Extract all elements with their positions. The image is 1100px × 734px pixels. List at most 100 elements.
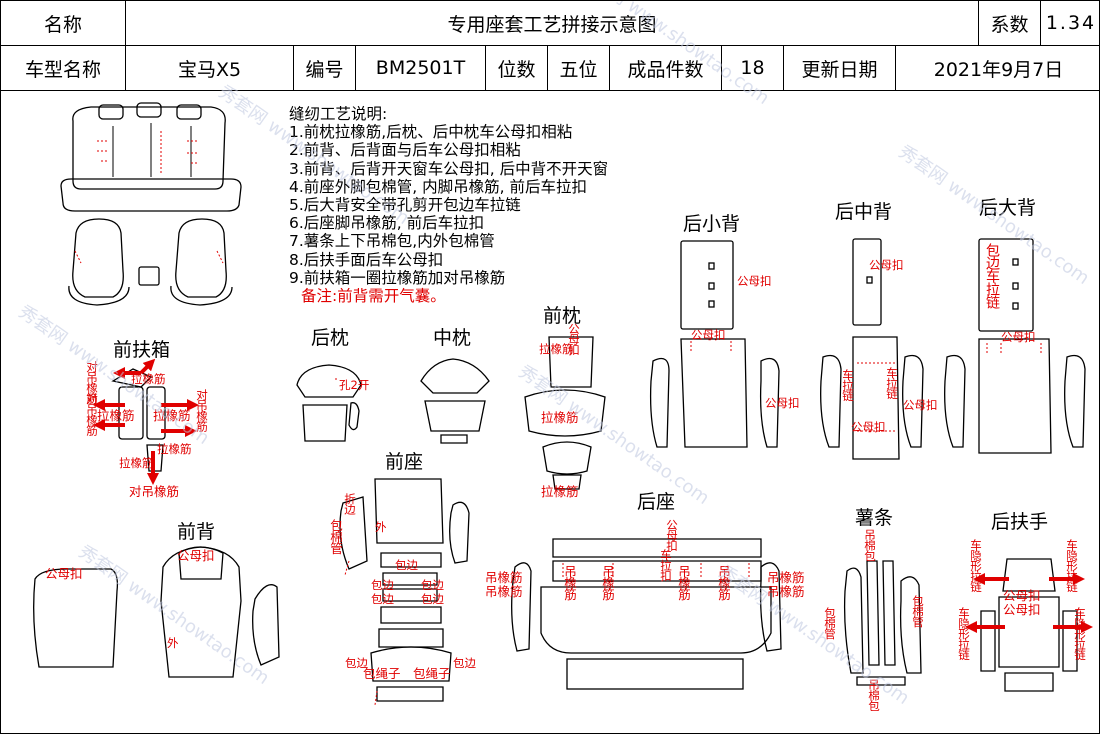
ann-paired-elastic: 对吊橡筋 [129, 484, 180, 499]
code-label: 编号 [294, 46, 356, 90]
ann-snap: 公母扣 [567, 323, 581, 355]
ann-binding: 包边 [453, 656, 476, 670]
ann-snap: 公母扣 [1001, 330, 1036, 344]
ann-binding: 包边 [371, 578, 394, 592]
note-item: 4.前座外脚包棉管, 内脚吊橡筋, 前后车拉扣 [289, 177, 587, 196]
ann-pull-elastic: 拉橡筋 [153, 408, 191, 423]
label-middle-headrest: 中枕 [433, 327, 472, 349]
ann-snap: 公母扣 [665, 519, 679, 551]
ann-hang-elastic: 吊橡筋 [562, 565, 577, 600]
front-seat-pieces [339, 478, 470, 706]
header-row-2: 车型名称 宝马X5 编号 BM2501T 位数 五位 成品件数 18 更新日期 … [1, 46, 1099, 91]
ann-zipper: 车拉链 [885, 367, 899, 399]
notes-title: 缝纫工艺说明: [289, 105, 388, 123]
label-rear-headrest: 后枕 [311, 327, 350, 349]
date-value: 2021年9月7日 [933, 58, 1064, 81]
notes-remark: 备注:前背需开气囊。 [301, 287, 446, 306]
front-headrest-pieces [524, 336, 606, 490]
seats-label: 位数 [486, 46, 548, 90]
ann-snap: 公母扣 [177, 548, 215, 563]
front-back-pieces [33, 546, 280, 678]
ann-binding: 包边 [395, 558, 418, 572]
ann-pull-elastic: 拉橡筋 [119, 456, 154, 470]
coef-label: 系数 [979, 1, 1041, 45]
ann-hang-pad: 吊棉包 [867, 679, 881, 711]
note-item: 1.前枕拉橡筋,后枕、后中枕车公母扣相粘 [289, 123, 573, 142]
ann-pull-elastic: 拉橡筋 [157, 442, 192, 456]
label-rear-middle-back: 后中背 [835, 201, 893, 223]
ann-binding: 包边 [421, 578, 444, 592]
ann-pull-elastic: 拉橡筋 [541, 484, 579, 499]
ann-hang-elastic: 吊橡筋 [485, 584, 523, 599]
ann-snap: 公母扣 [691, 328, 726, 342]
sewing-notes: 缝纫工艺说明: 1.前枕拉橡筋,后枕、后中枕车公母扣相粘 2.前背、后背面与后车… [289, 105, 608, 305]
name-label: 名称 [1, 1, 126, 45]
ann-binding: 包边 [421, 592, 444, 606]
ann-pipe: 包棉管 [911, 595, 925, 627]
middle-headrest-pieces [420, 358, 490, 444]
rear-seat-pieces [511, 538, 782, 690]
label-fries-strip: 薯条 [855, 507, 894, 529]
ann-hang-elastic: 吊橡筋 [600, 565, 615, 600]
sheet-title: 专用座套工艺拼接示意图 [126, 1, 979, 45]
ann-paired-elastic: 对吊橡筋 [85, 361, 99, 403]
model-label: 车型名称 [1, 46, 126, 90]
label-front-headrest: 前枕 [543, 305, 582, 327]
ann-hang-elastic: 吊橡筋 [676, 565, 691, 600]
rear-large-back-pieces [944, 238, 1086, 454]
note-item: 8.后扶手面后车公母扣 [289, 250, 444, 269]
ann-pull-elastic: 拉橡筋 [97, 408, 135, 423]
coef-value: 1.34 [1045, 12, 1097, 34]
ann-binding: 包边 [371, 592, 394, 606]
ann-hang-elastic: 吊橡筋 [767, 570, 805, 585]
ann-pull-tab: 车拉扣 [659, 549, 673, 581]
ann-hidden-zip: 车隐形拉链 [1073, 607, 1087, 660]
ann-snap: 公母扣 [45, 566, 83, 581]
ann-outer: 外 [167, 636, 179, 650]
ann-hang-elastic: 吊橡筋 [485, 570, 523, 585]
ann-snap: 公母扣 [869, 258, 904, 272]
ann-hang-elastic: 吊橡筋 [716, 565, 731, 600]
ann-paired-elastic: 对吊橡筋 [85, 393, 99, 435]
ann-snap: 公母扣 [903, 398, 938, 412]
code-value: BM2501T [356, 46, 486, 90]
ann-hidden-zip: 车隐形拉链 [1065, 539, 1079, 592]
ann-hole: 孔2开 [339, 378, 370, 392]
label-rear-large-back: 后大背 [979, 197, 1037, 219]
fries-strip-pieces [843, 560, 922, 686]
ann-fold: 折边 [343, 493, 357, 514]
note-item: 7.薯条上下吊棉包,内外包棉管 [289, 232, 495, 251]
ann-edge-zip: 包边车拉链 [984, 243, 1000, 308]
ann-binding: 包边 [345, 656, 368, 670]
label-rear-seat: 后座 [637, 491, 676, 513]
label-front-armrest-box: 前扶箱 [113, 339, 171, 361]
ann-pull-elastic: 拉橡筋 [539, 342, 574, 356]
note-item: 3.前背、后背开天窗车公母扣, 后中背不开天窗 [289, 159, 609, 178]
label-rear-armrest: 后扶手 [991, 511, 1049, 533]
ann-rope: 包绳子 [363, 666, 401, 681]
ann-hidden-zip: 车隐形拉链 [969, 539, 983, 592]
label-rear-small-back: 后小背 [683, 213, 741, 235]
ann-zipper: 车拉链 [841, 369, 855, 401]
ann-pipe: 包棉管 [823, 607, 837, 639]
rear-small-back-pieces [649, 240, 780, 448]
ann-snap: 公母扣 [1003, 602, 1041, 617]
label-front-seat: 前座 [385, 451, 424, 473]
ann-snap: 公母扣 [1003, 588, 1041, 603]
rear-armrest-pieces [965, 558, 1093, 692]
model-value: 宝马X5 [126, 46, 294, 90]
note-item: 6.后座脚吊橡筋, 前后车拉扣 [289, 214, 485, 233]
rear-middle-back-pieces [820, 238, 924, 460]
ann-pull-elastic: 拉橡筋 [541, 410, 579, 425]
date-label: 更新日期 [784, 46, 896, 90]
note-item: 2.前背、后背面与后车公母扣相粘 [289, 141, 521, 160]
ann-snap: 公母扣 [737, 274, 772, 288]
ann-snap: 公母扣 [851, 420, 886, 434]
pieces-value: 18 [722, 46, 784, 90]
ann-hidden-zip: 车隐形拉链 [957, 607, 971, 660]
ann-pipe: 包棉管 [328, 519, 343, 554]
header-row-1: 名称 专用座套工艺拼接示意图 系数 1.34 [1, 1, 1099, 46]
pieces-label: 成品件数 [610, 46, 722, 90]
